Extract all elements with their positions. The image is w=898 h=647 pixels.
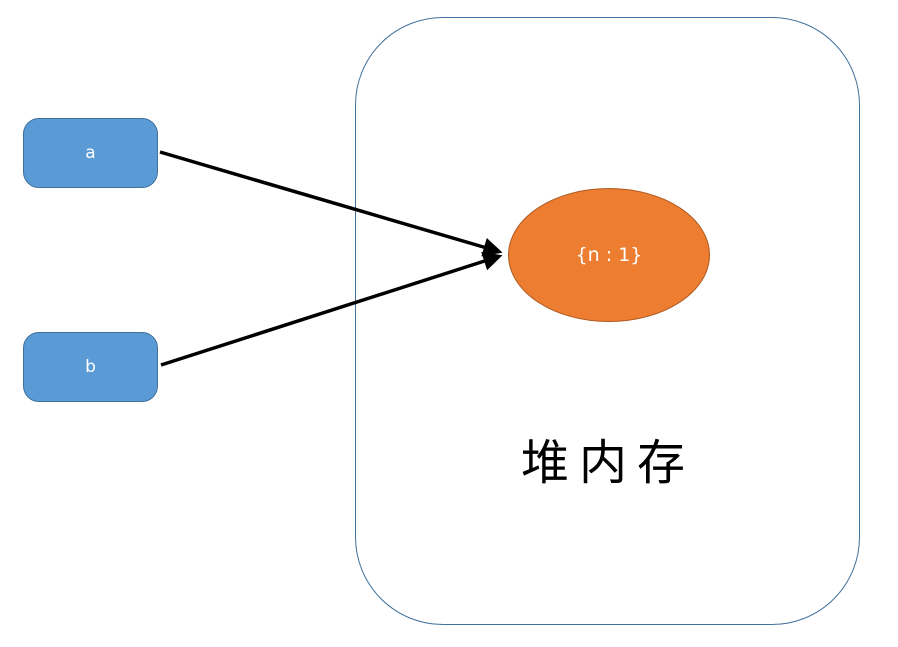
- variable-node-a: a: [23, 118, 158, 188]
- variable-b-label: b: [85, 357, 96, 377]
- heap-memory-label: 堆内存: [520, 435, 695, 491]
- variable-node-b: b: [23, 332, 158, 402]
- heap-object-ellipse: {n : 1}: [508, 188, 710, 322]
- heap-object-label: {n : 1}: [575, 244, 643, 266]
- variable-a-label: a: [85, 143, 96, 163]
